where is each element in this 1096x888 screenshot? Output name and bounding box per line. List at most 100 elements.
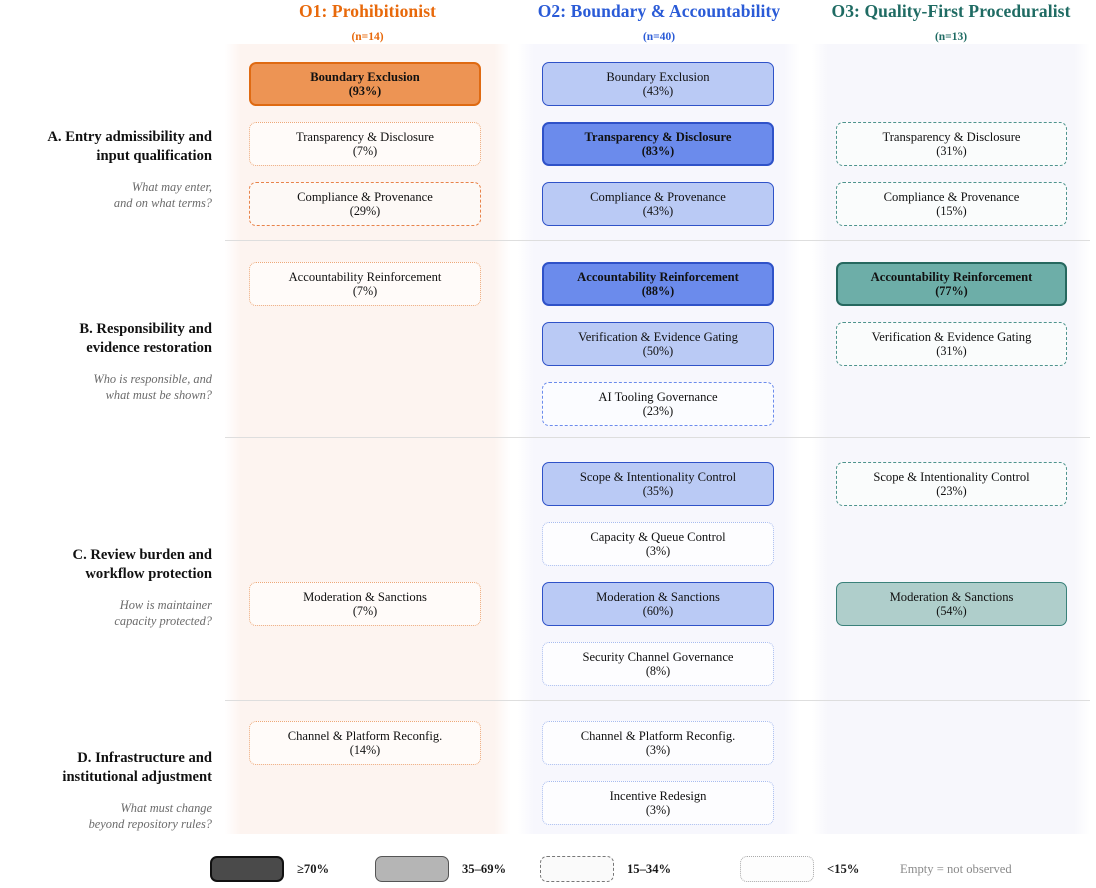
concept-percent: (23%) bbox=[642, 404, 674, 419]
concept-label: Transparency & Disclosure bbox=[882, 129, 1021, 144]
column-header-o3: O3: Quality-First Proceduralist (n=13) bbox=[812, 1, 1090, 43]
concept-label: AI Tooling Governance bbox=[598, 389, 718, 404]
legend-swatch-low bbox=[540, 856, 614, 882]
concept-percent: (88%) bbox=[641, 284, 675, 299]
column-header-o1: O1: Prohibitionist (n=14) bbox=[225, 1, 510, 43]
concept-percent: (14%) bbox=[349, 743, 381, 758]
concept-box[interactable]: Moderation & Sanctions(7%) bbox=[249, 582, 481, 626]
concept-label: Moderation & Sanctions bbox=[889, 589, 1014, 604]
concept-label: Transparency & Disclosure bbox=[295, 129, 435, 144]
concept-label: Compliance & Provenance bbox=[883, 189, 1020, 204]
concept-percent: (83%) bbox=[641, 144, 675, 159]
column-title-o1: O1: Prohibitionist bbox=[298, 1, 437, 21]
concept-label: Moderation & Sanctions bbox=[596, 589, 720, 604]
concept-percent: (50%) bbox=[642, 344, 674, 359]
concept-box[interactable]: Scope & Intentionality Control(23%) bbox=[836, 462, 1067, 506]
concept-percent: (3%) bbox=[645, 544, 671, 559]
legend-swatch-trace bbox=[740, 856, 814, 882]
concept-percent: (29%) bbox=[349, 204, 381, 219]
concept-box[interactable]: Verification & Evidence Gating(50%) bbox=[542, 322, 774, 366]
concept-box[interactable]: Channel & Platform Reconfig.(3%) bbox=[542, 721, 774, 765]
concept-label: Channel & Platform Reconfig. bbox=[580, 728, 736, 743]
concept-percent: (60%) bbox=[642, 604, 674, 619]
concept-box[interactable]: Compliance & Provenance(29%) bbox=[249, 182, 481, 226]
concept-percent: (15%) bbox=[936, 204, 967, 219]
concept-box[interactable]: Scope & Intentionality Control(35%) bbox=[542, 462, 774, 506]
column-band-o3 bbox=[812, 44, 1090, 834]
concept-percent: (93%) bbox=[348, 84, 382, 99]
legend-swatch-high bbox=[210, 856, 284, 882]
concept-percent: (31%) bbox=[936, 344, 967, 359]
concept-label: Transparency & Disclosure bbox=[584, 129, 732, 144]
concept-percent: (54%) bbox=[936, 604, 967, 619]
concept-percent: (77%) bbox=[935, 284, 968, 299]
concept-label: Scope & Intentionality Control bbox=[579, 469, 737, 484]
concept-box[interactable]: Boundary Exclusion(93%) bbox=[249, 62, 481, 106]
concept-label: Capacity & Queue Control bbox=[590, 529, 726, 544]
concept-box[interactable]: Channel & Platform Reconfig.(14%) bbox=[249, 721, 481, 765]
concept-percent: (23%) bbox=[936, 484, 967, 499]
concept-box[interactable]: Accountability Reinforcement(7%) bbox=[249, 262, 481, 306]
concept-percent: (43%) bbox=[642, 84, 674, 99]
row-subtitle-a: What may enter,and on what terms? bbox=[113, 179, 212, 211]
row-separator bbox=[225, 240, 1090, 241]
legend-swatch-mid bbox=[375, 856, 449, 882]
column-title-o2: O2: Boundary & Accountability bbox=[537, 1, 781, 21]
concept-label: Boundary Exclusion bbox=[310, 69, 420, 84]
concept-label: Verification & Evidence Gating bbox=[871, 329, 1032, 344]
column-n-o3: (n=13) bbox=[934, 31, 968, 43]
concept-percent: (7%) bbox=[352, 144, 378, 159]
concept-box[interactable]: Accountability Reinforcement(77%) bbox=[836, 262, 1067, 306]
concept-percent: (35%) bbox=[642, 484, 674, 499]
concept-box[interactable]: Moderation & Sanctions(60%) bbox=[542, 582, 774, 626]
concept-label: Compliance & Provenance bbox=[590, 189, 726, 204]
concept-label: Accountability Reinforcement bbox=[288, 269, 442, 284]
legend-label-high: ≥70% bbox=[297, 861, 330, 876]
concept-percent: (8%) bbox=[645, 664, 671, 679]
concept-label: Accountability Reinforcement bbox=[870, 269, 1033, 284]
column-header-o2: O2: Boundary & Accountability (n=40) bbox=[518, 1, 800, 43]
concept-box[interactable]: Capacity & Queue Control(3%) bbox=[542, 522, 774, 566]
concept-label: Moderation & Sanctions bbox=[303, 589, 427, 604]
legend-label-trace: <15% bbox=[827, 861, 860, 876]
legend: ≥70% 35–69% 15–34% <15% Empty = not observed bbox=[0, 852, 1096, 888]
concept-box[interactable]: AI Tooling Governance(23%) bbox=[542, 382, 774, 426]
concept-box[interactable]: Security Channel Governance(8%) bbox=[542, 642, 774, 686]
concept-box[interactable]: Transparency & Disclosure(7%) bbox=[249, 122, 481, 166]
column-n-o1: (n=14) bbox=[351, 31, 384, 43]
concept-label: Accountability Reinforcement bbox=[577, 269, 739, 284]
concept-box[interactable]: Compliance & Provenance(15%) bbox=[836, 182, 1067, 226]
legend-label-mid: 35–69% bbox=[462, 861, 507, 876]
concept-box[interactable]: Verification & Evidence Gating(31%) bbox=[836, 322, 1067, 366]
concept-percent: (7%) bbox=[352, 604, 378, 619]
column-band-o1 bbox=[225, 44, 510, 834]
concept-label: Channel & Platform Reconfig. bbox=[287, 728, 443, 743]
concept-box[interactable]: Transparency & Disclosure(83%) bbox=[542, 122, 774, 166]
concept-box[interactable]: Moderation & Sanctions(54%) bbox=[836, 582, 1067, 626]
legend-item-mid: 35–69% bbox=[375, 856, 506, 882]
concept-box[interactable]: Incentive Redesign(3%) bbox=[542, 781, 774, 825]
concept-percent: (43%) bbox=[642, 204, 674, 219]
legend-item-low: 15–34% bbox=[540, 856, 671, 882]
column-title-o3: O3: Quality-First Proceduralist bbox=[831, 1, 1071, 21]
concept-box[interactable]: Compliance & Provenance(43%) bbox=[542, 182, 774, 226]
concept-percent: (3%) bbox=[645, 803, 671, 818]
concept-box[interactable]: Accountability Reinforcement(88%) bbox=[542, 262, 774, 306]
legend-item-high: ≥70% bbox=[210, 856, 329, 882]
legend-note: Empty = not observed bbox=[900, 862, 1012, 876]
concept-box[interactable]: Transparency & Disclosure(31%) bbox=[836, 122, 1067, 166]
concept-label: Scope & Intentionality Control bbox=[873, 469, 1030, 484]
concept-label: Compliance & Provenance bbox=[297, 189, 433, 204]
concept-box[interactable]: Boundary Exclusion(43%) bbox=[542, 62, 774, 106]
